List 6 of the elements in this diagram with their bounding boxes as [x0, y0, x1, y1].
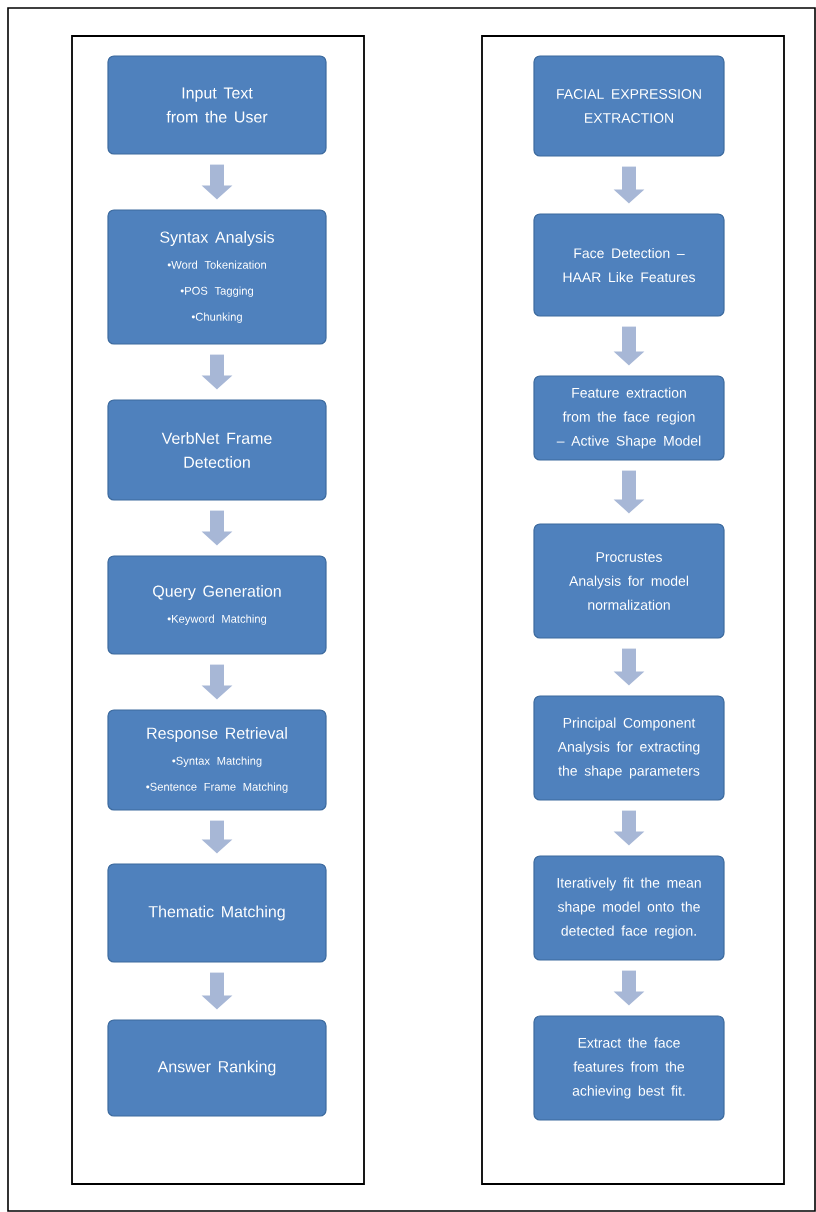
panel-frame — [71, 35, 365, 1185]
process-box: Input Text from the User — [107, 55, 327, 155]
process-box: Thematic Matching — [107, 863, 327, 963]
panel-frame — [481, 35, 785, 1185]
process-box: Answer Ranking — [107, 1019, 327, 1117]
process-box: VerbNet Frame Detection — [107, 399, 327, 501]
